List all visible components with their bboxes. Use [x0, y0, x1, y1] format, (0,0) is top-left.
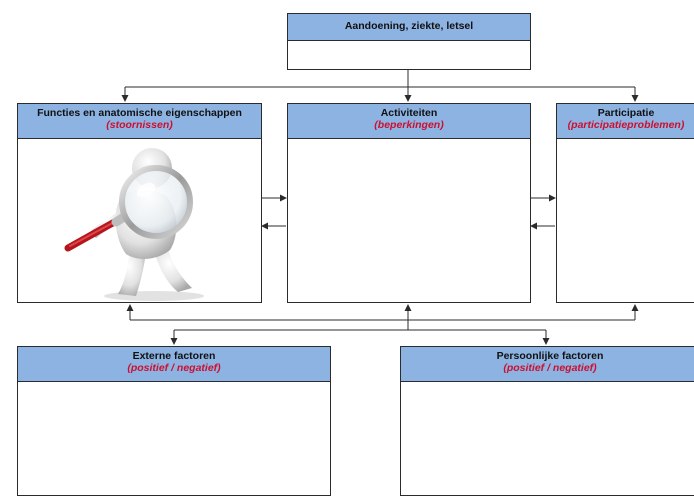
activities-subtitle: (beperkingen) [374, 119, 444, 131]
participation-subtitle: (participatieproblemen) [567, 119, 685, 131]
activities-title: Activiteiten [380, 107, 438, 119]
personal-factors-header: Persoonlijke factoren (positief / negati… [401, 347, 694, 382]
external-factors-subtitle: (positief / negatief) [127, 362, 221, 374]
functions-subtitle: (stoornissen) [106, 119, 173, 131]
condition-box: Aandoening, ziekte, letsel [287, 13, 531, 70]
external-factors-title: Externe factoren [132, 350, 216, 362]
participation-title: Participatie [597, 107, 655, 119]
activities-box: Activiteiten (beperkingen) [287, 103, 531, 303]
external-factors-header: Externe factoren (positief / negatief) [18, 347, 330, 382]
condition-header: Aandoening, ziekte, letsel [288, 14, 530, 41]
participation-header: Participatie (participatieproblemen) [557, 104, 694, 139]
personal-factors-subtitle: (positief / negatief) [503, 362, 597, 374]
personal-factors-title: Persoonlijke factoren [496, 350, 604, 362]
external-factors-box: Externe factoren (positief / negatief) [17, 346, 331, 496]
personal-factors-box: Persoonlijke factoren (positief / negati… [400, 346, 694, 496]
condition-title: Aandoening, ziekte, letsel [344, 20, 474, 32]
functions-header: Functies en anatomische eigenschappen (s… [18, 104, 261, 139]
activities-header: Activiteiten (beperkingen) [288, 104, 530, 139]
functions-title: Functies en anatomische eigenschappen [37, 107, 242, 119]
magnifying-glass-figure-icon [64, 148, 204, 301]
participation-box: Participatie (participatieproblemen) [556, 103, 694, 303]
